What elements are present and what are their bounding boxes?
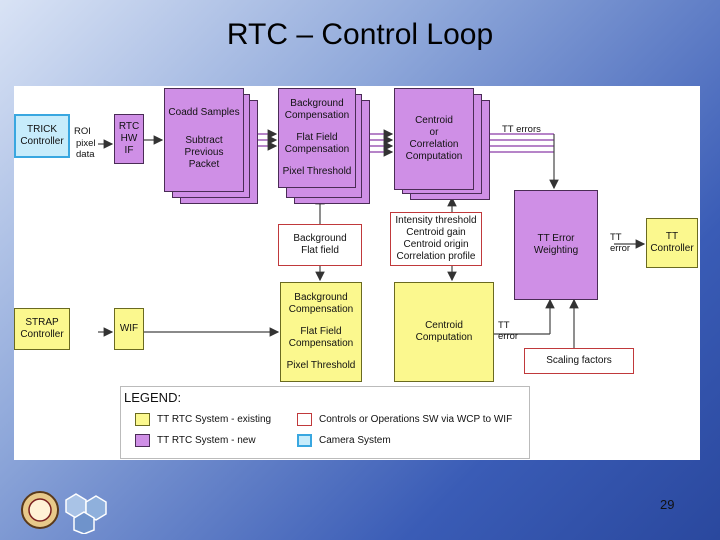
tt-controller-box: TT Controller bbox=[646, 218, 698, 268]
background-flat-field-box: Background Flat field bbox=[278, 224, 362, 266]
legend-controls: Controls or Operations SW via WCP to WIF bbox=[319, 414, 513, 425]
legend-swatch-camera bbox=[297, 434, 312, 447]
tt-error-right-label: TT error bbox=[610, 232, 631, 254]
wif-box: WIF bbox=[114, 308, 144, 350]
flat-bot-label: Flat Field Compensation bbox=[288, 326, 354, 349]
trick-controller-box: TRICK Controller bbox=[14, 114, 70, 158]
bg-comp-bot-label: Background Compensation bbox=[288, 292, 354, 315]
centroid-parameters-box: Intensity threshold Centroid gain Centro… bbox=[390, 212, 482, 266]
bg-compensation-bottom-box: Background Compensation Flat Field Compe… bbox=[280, 282, 362, 382]
tt-errors-label: TT errors bbox=[502, 124, 541, 135]
legend-swatch-new bbox=[135, 434, 150, 447]
centroid-computation-box: Centroid Computation bbox=[394, 282, 494, 382]
legend-title: LEGEND: bbox=[124, 390, 182, 405]
legend-new: TT RTC System - new bbox=[157, 435, 256, 446]
slide-title: RTC – Control Loop bbox=[226, 18, 494, 51]
pix-top-label: Pixel Threshold bbox=[282, 166, 352, 177]
coadd-samples-box: Coadd Samples Subtract Previous Packet bbox=[164, 88, 244, 192]
legend-existing: TT RTC System - existing bbox=[157, 414, 272, 425]
rtc-hw-if-box: RTC HW IF bbox=[114, 114, 144, 164]
control-loop-diagram: TRICK Controller ROI pixel data RTC HW I… bbox=[14, 86, 700, 460]
tt-error-bottom-label: TT error bbox=[498, 320, 519, 342]
centroid-correlation-box: Centroid or Correlation Computation bbox=[394, 88, 474, 190]
bg-compensation-top-box: Background Compensation Flat Field Compe… bbox=[278, 88, 356, 188]
legend-camera: Camera System bbox=[319, 435, 391, 446]
scaling-factors-box: Scaling factors bbox=[524, 348, 634, 374]
subtract-label: Subtract Previous Packet bbox=[184, 135, 224, 170]
institution-logos bbox=[21, 491, 107, 534]
coadd-label: Coadd Samples bbox=[168, 107, 240, 118]
pix-bot-label: Pixel Threshold bbox=[286, 360, 356, 371]
strap-controller-box: STRAP Controller bbox=[14, 308, 70, 350]
page-number: 29 bbox=[660, 497, 675, 512]
legend-swatch-existing bbox=[135, 413, 150, 426]
bg-comp-top-label: Background Compensation bbox=[284, 98, 350, 121]
tt-error-weighting-box: TT Error Weighting bbox=[514, 190, 598, 300]
pixel-data-label: pixel data bbox=[76, 138, 96, 160]
connector-lines bbox=[98, 129, 646, 348]
roi-label: ROI bbox=[74, 126, 91, 137]
legend: LEGEND: TT RTC System - existing TT RTC … bbox=[120, 386, 530, 459]
flat-top-label: Flat Field Compensation bbox=[284, 132, 350, 155]
legend-swatch-controls bbox=[297, 413, 312, 426]
